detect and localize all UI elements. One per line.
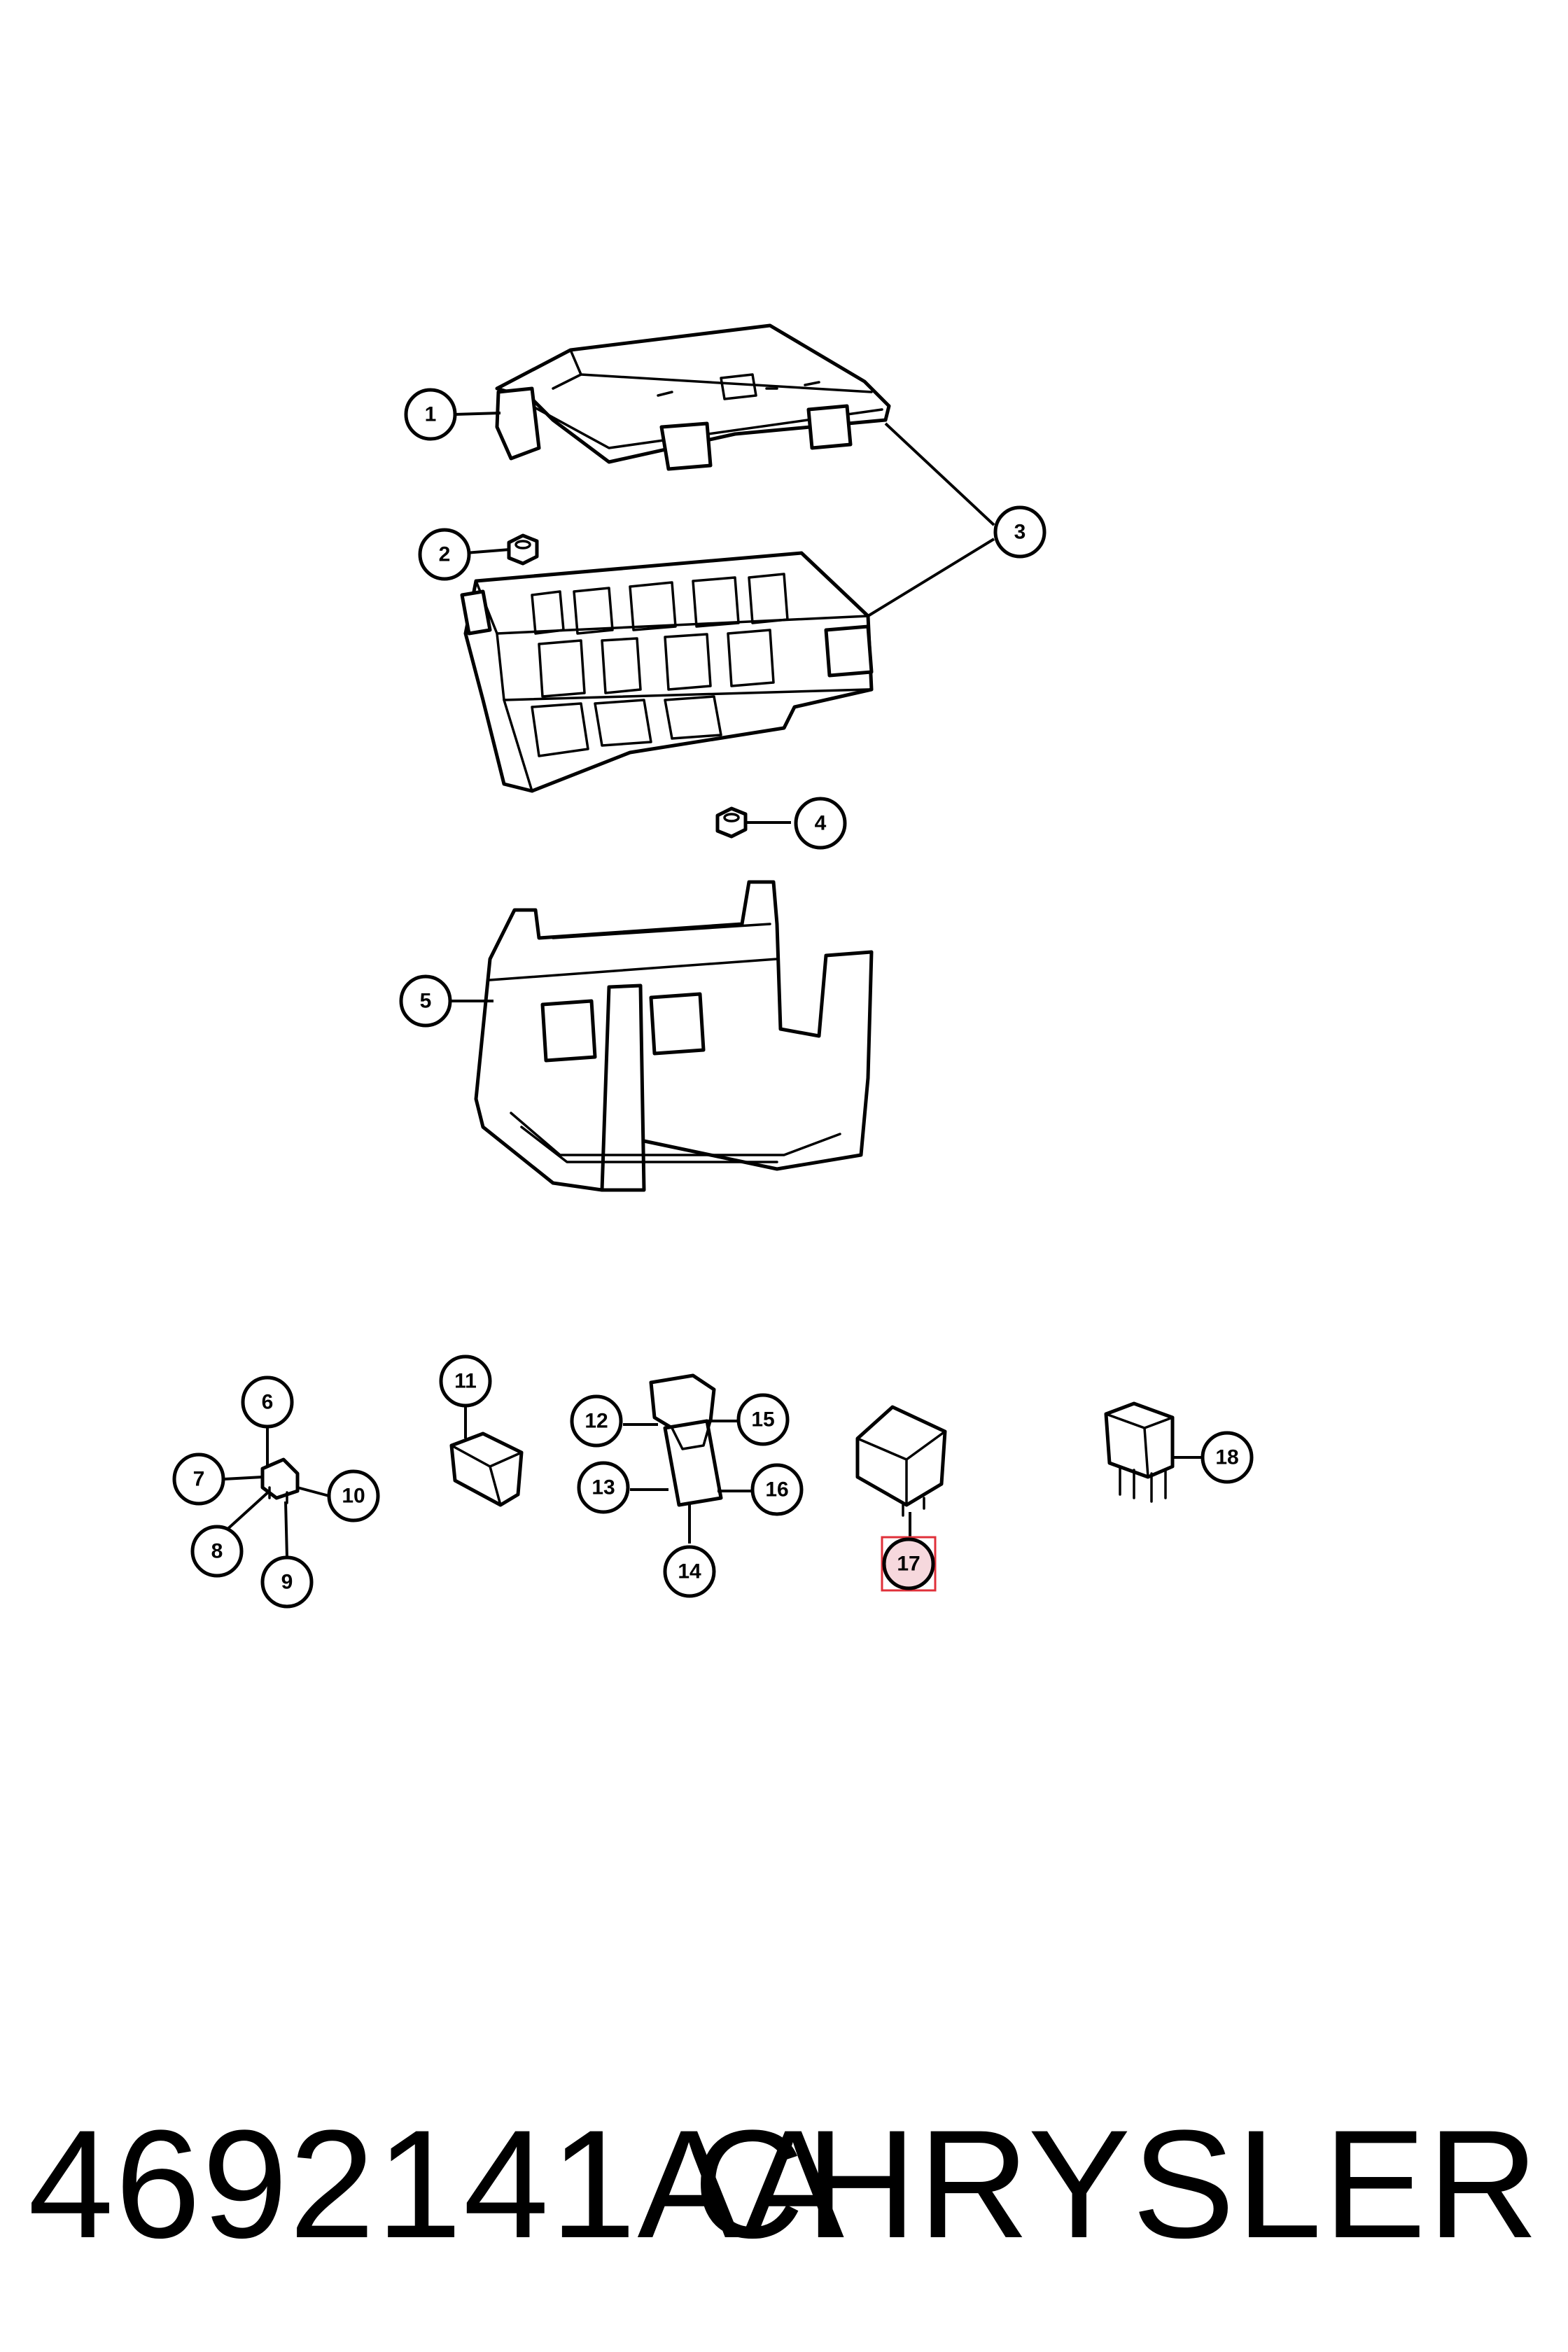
callout-15[interactable]: 15: [736, 1393, 790, 1446]
callout-12[interactable]: 12: [570, 1394, 623, 1448]
callout-1[interactable]: 1: [404, 388, 457, 441]
svg-text:7: 7: [193, 1468, 205, 1491]
part-number: 4692141AA: [28, 2098, 846, 2270]
callout-7[interactable]: 7: [172, 1452, 225, 1506]
callout-14[interactable]: 14: [663, 1545, 716, 1598]
callout-8[interactable]: 8: [190, 1525, 244, 1578]
callout-11[interactable]: 11: [439, 1354, 492, 1408]
fuse-box-body: [460, 551, 874, 793]
maxi-fuse: [449, 1432, 524, 1507]
callout-2[interactable]: 2: [418, 528, 471, 581]
callout-16[interactable]: 16: [750, 1463, 804, 1516]
callout-5[interactable]: 5: [399, 974, 452, 1028]
callout-13[interactable]: 13: [577, 1461, 630, 1514]
mounting-bracket: [474, 880, 874, 1192]
svg-text:18: 18: [1215, 1446, 1238, 1469]
relay-small: [855, 1405, 947, 1517]
callout-18[interactable]: 18: [1200, 1431, 1254, 1484]
nut-top: [507, 533, 539, 566]
relay-large: [1104, 1401, 1175, 1503]
svg-text:9: 9: [281, 1571, 293, 1594]
svg-text:8: 8: [211, 1540, 223, 1563]
svg-text:13: 13: [592, 1476, 615, 1499]
svg-text:11: 11: [454, 1370, 477, 1393]
brand-name: CHRYSLER: [692, 2098, 1540, 2270]
svg-text:10: 10: [342, 1485, 365, 1508]
callout-17[interactable]: 17: [881, 1536, 937, 1592]
highlight-box: [881, 1536, 937, 1592]
svg-text:2: 2: [439, 543, 451, 566]
svg-text:4: 4: [815, 812, 827, 835]
svg-text:15: 15: [751, 1408, 774, 1432]
svg-text:12: 12: [584, 1410, 608, 1433]
svg-text:17: 17: [897, 1553, 920, 1576]
svg-text:3: 3: [1014, 521, 1026, 544]
svg-text:1: 1: [425, 403, 437, 426]
svg-text:6: 6: [262, 1391, 274, 1414]
callout-10[interactable]: 10: [327, 1469, 380, 1522]
callout-4[interactable]: 4: [794, 797, 847, 850]
footer: 4692141AA CHRYSLER: [28, 2086, 1540, 2282]
nut-bottom: [715, 806, 748, 839]
svg-text:16: 16: [765, 1478, 788, 1502]
mini-fuse: [260, 1457, 300, 1504]
svg-text:5: 5: [420, 990, 432, 1013]
svg-text:14: 14: [678, 1560, 701, 1583]
fuse-holder: [649, 1373, 723, 1507]
fuse-box-cover: [495, 323, 891, 471]
callout-6[interactable]: 6: [241, 1376, 294, 1429]
callout-9[interactable]: 9: [260, 1555, 314, 1609]
callout-3[interactable]: 3: [993, 505, 1046, 559]
